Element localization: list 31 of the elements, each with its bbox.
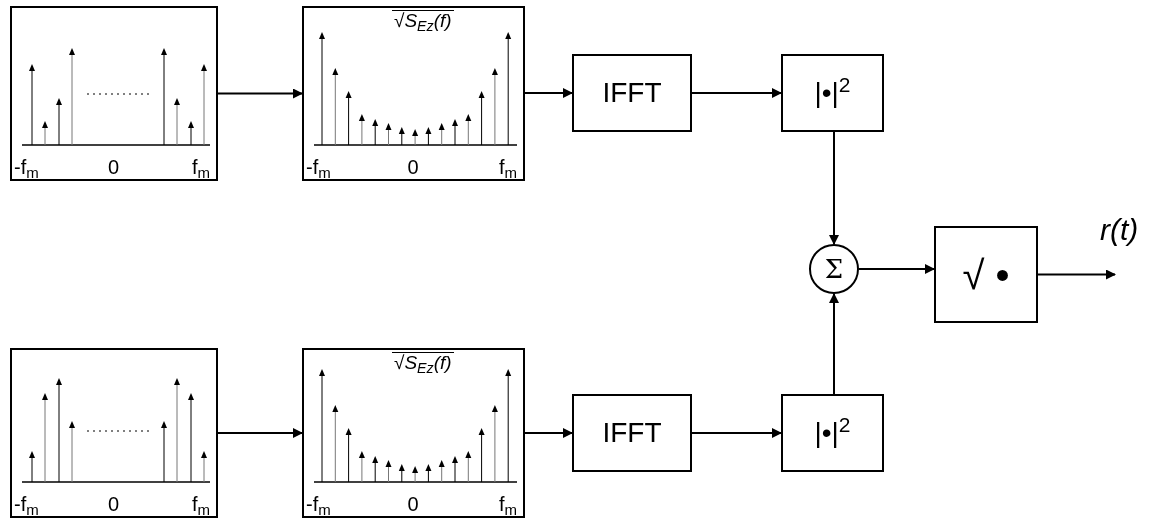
axis-tick-label: f$_{m}$ [191, 494, 210, 514]
summing-junction: Σ [809, 244, 859, 294]
arrow [217, 88, 303, 99]
edge-label: r(t) [1100, 214, 1139, 245]
axis-tick-label: 0 [407, 157, 419, 177]
arrow [217, 428, 303, 438]
process-box: IFFT [572, 54, 692, 132]
axis-tick-label: 0 [108, 494, 120, 514]
arrow [691, 88, 782, 98]
arrow [829, 131, 839, 245]
arrow [1037, 269, 1116, 280]
square-root-box: √ • [934, 226, 1038, 323]
axis-tick-label: f$_{m}$ [498, 157, 517, 177]
axis-tick-label: -f$_{m}$ [306, 494, 331, 514]
axis-tick-label: -f$_{m}$ [306, 157, 331, 177]
process-box: |•|$^{2}$ [781, 394, 884, 472]
spectrum-formula: √S$_{Ez}$(f) [392, 10, 454, 30]
axis-tick-label: 0 [407, 494, 419, 514]
arrow [524, 428, 573, 438]
axis-tick-label: -f$_{m}$ [14, 494, 39, 514]
process-box: |•|$^{2}$ [781, 54, 884, 132]
arrow [829, 293, 839, 395]
axis-tick-label: f$_{m}$ [191, 157, 210, 177]
arrow [858, 264, 935, 274]
arrow [524, 88, 573, 98]
axis-tick-label: 0 [108, 157, 120, 177]
axis-tick-label: f$_{m}$ [498, 494, 517, 514]
arrow [691, 428, 782, 438]
axis-tick-label: -f$_{m}$ [14, 157, 39, 177]
spectrum-formula: √S$_{Ez}$(f) [392, 352, 454, 372]
process-box: IFFT [572, 394, 692, 472]
